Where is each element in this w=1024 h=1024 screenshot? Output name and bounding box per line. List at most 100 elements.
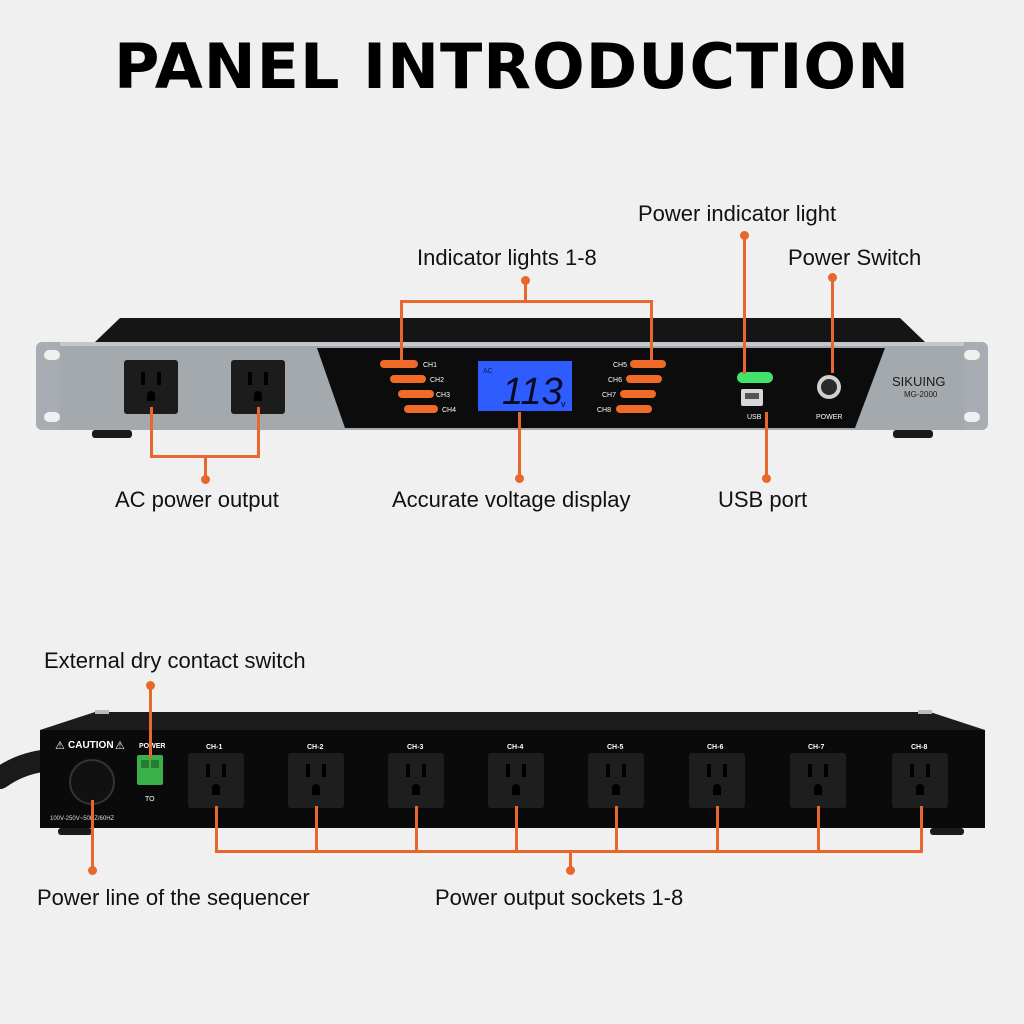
mount-slot — [964, 350, 980, 360]
callout-dot — [515, 474, 524, 483]
rear-top-surface — [40, 712, 985, 730]
callout-line — [920, 806, 923, 852]
foot — [58, 828, 92, 835]
callout-line — [765, 412, 768, 476]
output-sockets: CH-1 CH-2 CH-3 CH-4 CH-5 CH-6 CH-7 CH-8 — [188, 744, 948, 808]
cable-gland — [69, 759, 115, 805]
callout-line — [524, 280, 527, 302]
callout-dot — [88, 866, 97, 875]
channel-label: CH3 — [436, 392, 450, 399]
lcd-value: 113 — [502, 371, 563, 413]
callout-dry-contact: External dry contact switch — [44, 648, 306, 673]
callout-dot — [146, 681, 155, 690]
brand-name: SIKUING — [892, 374, 945, 389]
callout-line — [315, 806, 318, 852]
foot — [92, 430, 132, 438]
callout-line — [518, 412, 521, 476]
channel-label: CH6 — [608, 377, 622, 384]
callout-dot — [521, 276, 530, 285]
callout-dot — [566, 866, 575, 875]
mount-slot — [44, 350, 60, 360]
lcd-unit: v — [561, 399, 566, 409]
socket-label: CH-8 — [911, 744, 927, 751]
power-switch[interactable] — [817, 375, 841, 399]
callout-output-sockets: Power output sockets 1-8 — [435, 885, 684, 910]
channel-label: CH1 — [423, 362, 437, 369]
ac-outlet — [231, 360, 285, 414]
output-socket — [892, 753, 948, 808]
callout-line — [400, 301, 403, 361]
callout-line — [91, 800, 94, 870]
front-top-surface — [95, 318, 925, 342]
callout-dot — [828, 273, 837, 282]
ac-outlet — [124, 360, 178, 414]
front-panel: AC 113 v CH1 CH2 CH3 CH4 CH5 CH6 CH7 CH8… — [36, 318, 988, 438]
callout-power-indicator: Power indicator light — [638, 201, 837, 226]
channel-indicators-right: CH5 CH6 CH7 CH8 — [597, 360, 666, 414]
callout-line — [215, 806, 218, 852]
caution-label: CAUTION — [68, 740, 114, 751]
callout-line — [515, 806, 518, 852]
voltage-spec: 100V-250V~50HZ/60HZ — [50, 816, 115, 822]
dry-contact-terminal[interactable] — [137, 755, 163, 785]
usb-label: USB — [747, 414, 762, 421]
socket-label: CH-1 — [206, 744, 222, 751]
callout-line — [817, 806, 820, 852]
warning-icon: ⚠ — [115, 740, 125, 752]
callout-dot — [740, 231, 749, 240]
output-socket — [388, 753, 444, 808]
dry-contact-to: TO — [145, 796, 155, 803]
socket-label: CH-3 — [407, 744, 423, 751]
socket-label: CH-2 — [307, 744, 323, 751]
callout-line — [743, 236, 746, 374]
model-name: MG-2000 — [904, 390, 938, 399]
channel-led — [380, 360, 418, 368]
channel-label: CH5 — [613, 362, 627, 369]
callout-line — [650, 301, 653, 361]
callout-dot — [201, 475, 210, 484]
socket-label: CH-6 — [707, 744, 723, 751]
channel-led — [620, 390, 656, 398]
power-switch-label: POWER — [816, 414, 842, 421]
mount-slot — [964, 412, 980, 422]
lcd-prefix: AC — [483, 368, 493, 375]
callout-power-switch: Power Switch — [788, 245, 922, 270]
callout-ac-output: AC power output — [115, 487, 279, 512]
output-socket — [689, 753, 745, 808]
channel-label: CH4 — [442, 407, 456, 414]
callout-dot — [762, 474, 771, 483]
callout-line — [149, 686, 152, 758]
mount-slot — [44, 412, 60, 422]
channel-label: CH2 — [430, 377, 444, 384]
callout-line — [150, 407, 153, 457]
rear-panel: ⚠ CAUTION ⚠ 100V-250V~50HZ/60HZ POWER TO… — [0, 710, 985, 835]
socket-label: CH-5 — [607, 744, 623, 751]
channel-led — [390, 375, 426, 383]
callout-voltage-display: Accurate voltage display — [392, 487, 631, 512]
output-socket — [790, 753, 846, 808]
channel-indicators-left: CH1 CH2 CH3 CH4 — [380, 360, 456, 414]
channel-led — [404, 405, 438, 413]
output-socket — [588, 753, 644, 808]
callout-line — [415, 806, 418, 852]
output-socket — [288, 753, 344, 808]
power-indicator-led — [737, 372, 773, 383]
socket-label: CH-7 — [808, 744, 824, 751]
channel-led — [398, 390, 434, 398]
callout-line — [569, 850, 572, 870]
foot — [893, 430, 933, 438]
dry-contact-label: POWER — [139, 743, 165, 750]
socket-label: CH-4 — [507, 744, 523, 751]
callout-usb-port: USB port — [718, 487, 808, 512]
output-socket — [488, 753, 544, 808]
page-title: PANEL INTRODUCTION — [113, 30, 911, 103]
voltage-lcd — [478, 361, 572, 411]
channel-led — [626, 375, 662, 383]
channel-led — [616, 405, 652, 413]
callout-line — [615, 806, 618, 852]
usb-port[interactable] — [741, 389, 763, 406]
callout-line — [716, 806, 719, 852]
output-socket — [188, 753, 244, 808]
callout-indicator-lights: Indicator lights 1-8 — [417, 245, 597, 270]
callout-power-line: Power line of the sequencer — [37, 885, 310, 910]
